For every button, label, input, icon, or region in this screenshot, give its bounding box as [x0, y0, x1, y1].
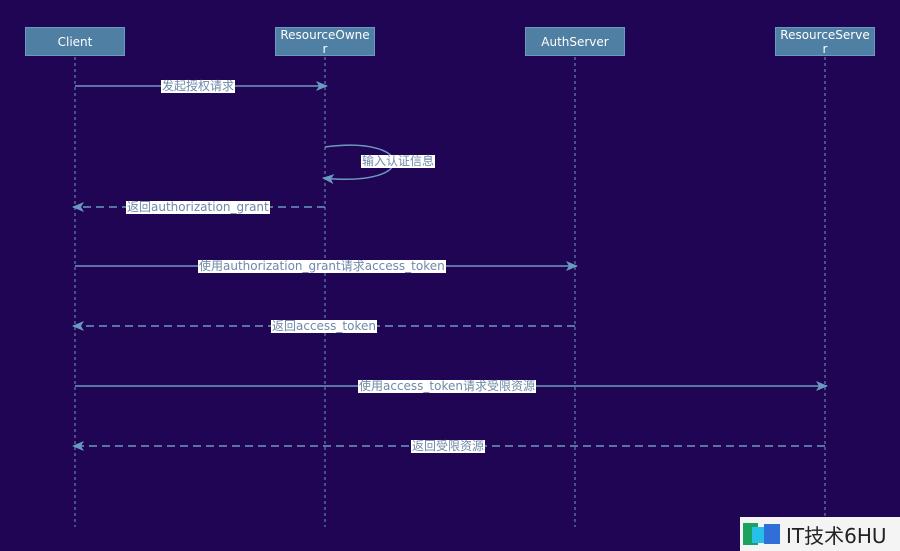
actor-resource-owner: ResourceOwner: [275, 27, 375, 56]
message-label-2: 输入认证信息: [361, 154, 436, 168]
brand-logo-icon: [743, 523, 780, 545]
message-label-1: 发起授权请求: [161, 79, 236, 93]
watermark-text: IT技术6HU: [786, 523, 887, 548]
watermark: IT技术6HU: [740, 517, 900, 551]
message-label-7: 返回受限资源: [411, 439, 486, 453]
actor-auth-server: AuthServer: [525, 27, 625, 56]
message-label-6: 使用access_token请求受限资源: [358, 379, 536, 393]
message-label-5: 返回access_token: [271, 319, 377, 333]
message-label-3: 返回authorization_grant: [126, 200, 270, 214]
actor-resource-server: ResourceServer: [775, 27, 875, 56]
message-label-4: 使用authorization_grant请求access_token: [198, 259, 446, 273]
actor-client: Client: [25, 27, 125, 56]
